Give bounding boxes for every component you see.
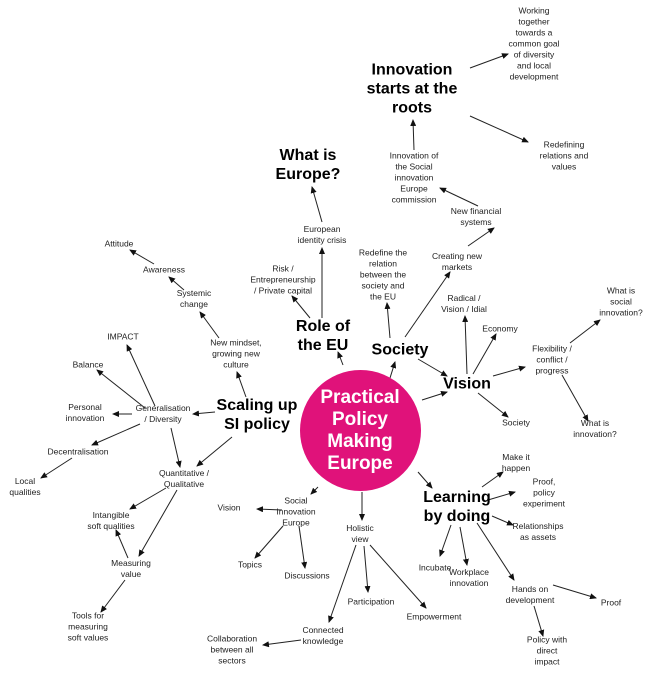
node-hands-on: Hands on development	[505, 584, 555, 605]
node-working-together: Working together towards a common goal o…	[508, 5, 560, 82]
node-commission: Innovation of the Social innovation Euro…	[389, 150, 439, 205]
node-policy-impact: Policy with direct impact	[526, 634, 568, 667]
node-relationships: Relationships as assets	[512, 521, 564, 542]
node-innovation-roots: Innovation starts at the roots	[366, 61, 458, 117]
node-what-social-innovation: What is social innovation?	[599, 285, 643, 318]
node-collaboration: Collaboration between all sectors	[206, 633, 258, 666]
node-decentralisation: Decentralisation	[47, 446, 109, 457]
node-identity-crisis: European identity crisis	[297, 224, 347, 245]
node-social-innovation-europe: Social Innovation Europe	[276, 495, 316, 528]
node-systemic-change: Systemic change	[176, 288, 212, 309]
node-empowerment: Empowerment	[406, 611, 462, 622]
node-new-mindset: New mindset, growing new culture	[210, 337, 262, 370]
node-incubate: Incubate	[418, 562, 452, 573]
node-society-small: Society	[502, 417, 530, 428]
node-impact: IMPACT	[107, 331, 139, 342]
node-intangible: Intangible soft qualities	[87, 510, 135, 531]
node-attitude: Attitude	[104, 238, 134, 249]
node-make-it-happen: Make it happen	[501, 452, 531, 473]
node-economy: Economy	[482, 323, 518, 334]
node-redefine-relation: Redefine the relation between the societ…	[358, 247, 408, 302]
node-vision-small: Vision	[217, 502, 241, 513]
node-holistic-view: Holistic view	[346, 523, 374, 544]
node-generalisation: Generalisation / Diversity	[135, 403, 191, 424]
node-flexibility: Flexibility / conflict / progress	[532, 343, 572, 376]
node-connected-knowledge: Connected knowledge	[302, 625, 344, 646]
node-proof-policy: Proof, policy experiment	[522, 476, 566, 509]
node-radical: Radical / Vision / Idial	[441, 293, 487, 314]
node-workplace-innovation: Workplace innovation	[449, 567, 489, 588]
node-measuring-value: Measuring value	[111, 558, 151, 579]
node-scaling-up: Scaling up SI policy	[216, 397, 298, 433]
node-quantitative: Quantitative / Qualitative	[158, 468, 210, 489]
node-what-innovation: What is innovation?	[573, 418, 617, 439]
central-topic-circle	[300, 370, 421, 491]
node-tools: Tools for measuring soft values	[67, 610, 109, 643]
node-discussions: Discussions	[284, 570, 330, 581]
node-role-eu: Role of the EU	[295, 318, 351, 354]
node-what-is-europe: What is Europe?	[275, 147, 341, 183]
node-awareness: Awareness	[143, 264, 185, 275]
node-vision: Vision	[443, 375, 491, 393]
node-learning-by-doing: Learning by doing	[423, 489, 491, 525]
node-topics: Topics	[237, 559, 263, 570]
node-creating-markets: Creating new markets	[431, 251, 483, 272]
node-society: Society	[371, 341, 429, 359]
node-participation: Participation	[347, 596, 395, 607]
node-personal-innovation: Personal innovation	[65, 402, 105, 423]
node-risk: Risk / Entrepreneurship / Private capita…	[250, 263, 316, 296]
node-local-qualities: Local qualities	[9, 476, 41, 497]
node-redefining-relations: Redefining relations and values	[539, 139, 589, 172]
node-balance: Balance	[72, 359, 104, 370]
central-topic: Practical Policy Making Europe	[320, 387, 400, 474]
node-financial-systems: New financial systems	[450, 206, 502, 227]
node-proof: Proof	[600, 597, 622, 608]
